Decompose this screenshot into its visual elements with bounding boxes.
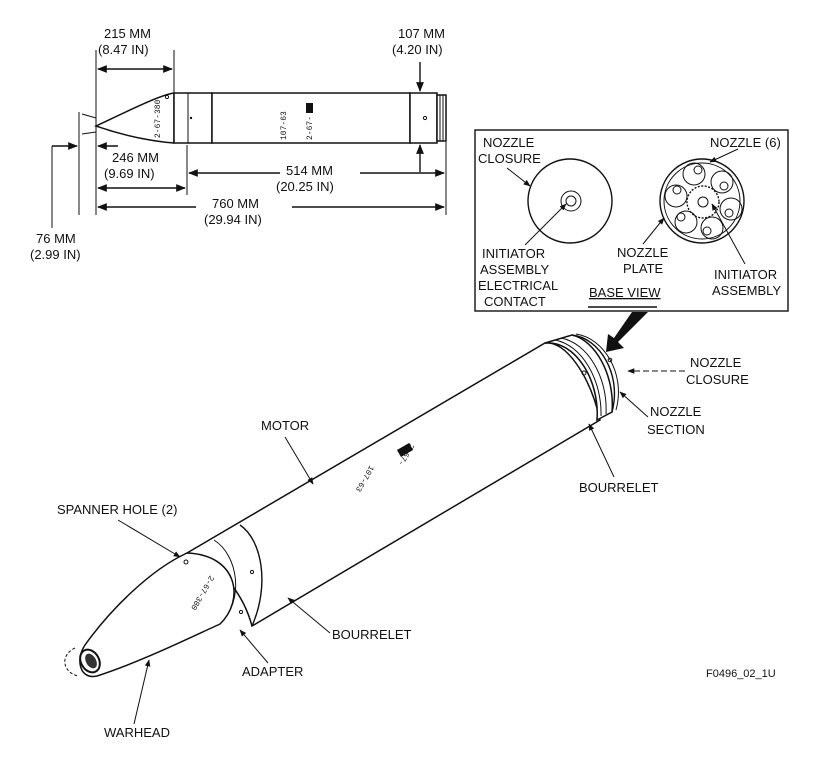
dim-motor-length-in: (20.25 IN) — [276, 179, 334, 194]
side-view: 2-67-380 107-63 2-67- 215 MM (8.47 IN) 1… — [30, 26, 447, 262]
iso-motor-stamp — [396, 443, 414, 457]
base-label-nozzle-closure-1: NOZZLE — [483, 135, 535, 150]
side-rocket-body: 2-67-380 107-63 2-67- — [81, 92, 447, 144]
dim-warhead-adapter-in: (9.69 IN) — [104, 166, 155, 181]
iso-label-adapter: ADAPTER — [242, 664, 303, 679]
dim-fuze-diameter-mm: 76 MM — [36, 231, 76, 246]
dim-warhead-length-mm: 215 MM — [104, 26, 151, 41]
iso-motor — [185, 342, 601, 628]
base-nozzles — [664, 162, 743, 240]
base-view-frame — [474, 129, 789, 312]
base-nozzle-plate — [659, 158, 745, 244]
iso-label-spanner-hole: SPANNER HOLE (2) — [57, 502, 177, 517]
iso-label-warhead: WARHEAD — [104, 725, 170, 740]
base-label-nozzle-plate-2: PLATE — [623, 261, 664, 276]
dim-overall-length-mm: 760 MM — [212, 196, 259, 211]
iso-label-nozzle-closure-2: CLOSURE — [686, 372, 749, 387]
iso-label-motor: MOTOR — [261, 418, 309, 433]
side-warhead-marking: 2-67-380 — [154, 99, 163, 138]
side-adapter — [173, 92, 213, 144]
side-motor-date-marking: 2-67- — [306, 116, 315, 140]
base-label-nozzle-plate-1: NOZZLE — [617, 245, 669, 260]
dim-caliber-mm: 107 MM — [398, 26, 445, 41]
iso-warhead — [79, 552, 235, 678]
base-view-title: BASE VIEW — [589, 285, 661, 300]
side-fuze-tip — [81, 113, 97, 135]
dim-warhead-adapter-mm: 246 MM — [112, 150, 159, 165]
dim-fuze-diameter-in: (2.99 IN) — [30, 247, 81, 262]
base-label-initiator-assembly-2: ASSEMBLY — [712, 283, 781, 298]
dim-warhead-length-in: (8.47 IN) — [98, 42, 149, 57]
figure-id: F0496_02_1U — [706, 668, 776, 680]
side-dimensions: 215 MM (8.47 IN) 107 MM (4.20 IN) 246 MM… — [30, 26, 447, 262]
isometric-view: 2-67-380 107-63 2-67- MOTOR SPANNER HOLE… — [57, 333, 749, 740]
side-motor-lot-marking: 107-63 — [280, 111, 289, 140]
base-label-initiator-contact-4: CONTACT — [484, 294, 546, 309]
dim-overall-length-in: (29.94 IN) — [204, 212, 262, 227]
side-nozzle-section — [436, 94, 447, 142]
side-motor — [211, 92, 411, 144]
iso-label-nozzle-section-2: SECTION — [647, 422, 705, 437]
base-view-inset: NOZZLE CLOSURE INITIATOR ASSEMBLY ELECTR… — [474, 129, 789, 312]
iso-label-nozzle-section-1: NOZZLE — [650, 404, 702, 419]
base-label-nozzle-closure-2: CLOSURE — [478, 151, 541, 166]
iso-label-bourrelet-front: BOURRELET — [332, 627, 412, 642]
base-label-initiator-contact-1: INITIATOR — [482, 246, 545, 261]
iso-label-bourrelet-rear: BOURRELET — [579, 480, 659, 495]
base-label-initiator-contact-2: ASSEMBLY — [480, 262, 549, 277]
base-label-initiator-assembly-1: INITIATOR — [714, 267, 777, 282]
iso-label-nozzle-closure-1: NOZZLE — [690, 355, 742, 370]
base-view-pointer-arrow — [606, 312, 648, 352]
base-nozzle-closure-disk — [527, 158, 613, 244]
base-label-initiator-contact-3: ELECTRICAL — [478, 278, 558, 293]
dim-motor-length-mm: 514 MM — [286, 163, 333, 178]
side-motor-stamp — [306, 103, 313, 113]
iso-rocket-body: 2-67-380 107-63 2-67- — [64, 333, 619, 678]
base-label-nozzle-count: NOZZLE (6) — [710, 135, 781, 150]
dim-caliber-in: (4.20 IN) — [392, 42, 443, 57]
